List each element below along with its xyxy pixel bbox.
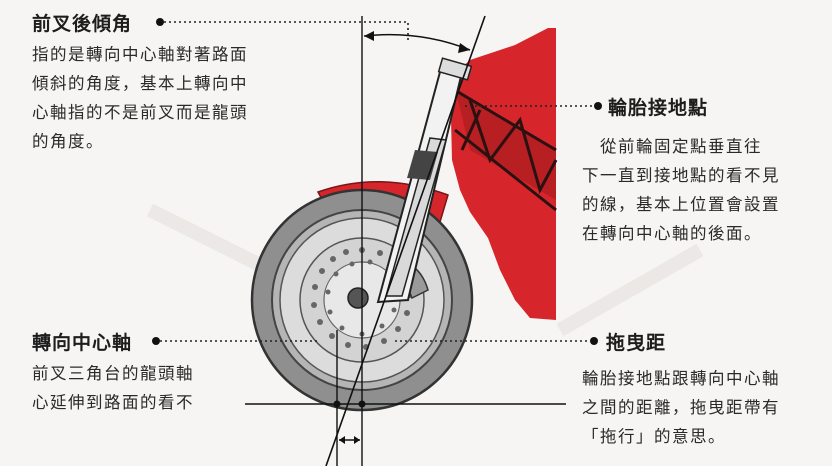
trail-line-1: 輪胎接地點跟轉向中心軸: [582, 369, 780, 388]
contact-point-title: 輪胎接地點: [608, 97, 709, 119]
rake-angle-line-1: 指的是轉向中心軸對著路面: [32, 45, 248, 64]
axis-ground-point: [333, 400, 341, 408]
steering-axis-line: [325, 15, 486, 466]
rake-angle-line-3: 心軸指的不是前叉而是龍頭: [32, 103, 248, 122]
trail-dimension-arrow: [339, 436, 360, 444]
contact-point-line-3: 的線，基本上位置會設置: [582, 195, 780, 214]
front-fork: [376, 57, 473, 304]
rake-angle-arc: [363, 31, 471, 53]
leader-dots: [152, 18, 602, 345]
rake-angle-description: 指的是轉向中心軸對著路面 傾斜的角度，基本上轉向中 心軸指的不是前叉而是龍頭 的…: [32, 40, 248, 156]
contact-point-description: 從前輪固定點垂直往 下一直到接地點的看不見 的線，基本上位置會設置 在轉向中心軸…: [582, 132, 780, 248]
steering-axis-line-2: 心延伸到路面的看不: [32, 393, 194, 412]
leader-lines: [160, 21, 594, 342]
contact-point-line-1: 從前輪固定點垂直往: [582, 137, 762, 156]
rake-angle-line-4: 的角度。: [32, 132, 104, 151]
contact-point-line-2: 下一直到接地點的看不見: [582, 166, 780, 185]
tire-contact-point: [358, 400, 366, 408]
trail-description: 輪胎接地點跟轉向中心軸 之間的距離，拖曳距帶有 「拖行」的意思。: [582, 364, 780, 451]
steering-axis-title: 轉向中心軸: [32, 332, 133, 354]
trail-title: 拖曳距: [606, 332, 667, 354]
trail-line-3: 「拖行」的意思。: [582, 427, 726, 446]
rake-angle-line-2: 傾斜的角度，基本上轉向中: [32, 74, 248, 93]
contact-point-line-4: 在轉向中心軸的後面。: [582, 224, 762, 243]
steering-axis-description: 前叉三角台的龍頭軸 心延伸到路面的看不: [32, 359, 194, 417]
steering-axis-line-1: 前叉三角台的龍頭軸: [32, 364, 194, 383]
rake-angle-title: 前叉後傾角: [32, 13, 133, 35]
trail-line-2: 之間的距離，拖曳距帶有: [582, 398, 780, 417]
